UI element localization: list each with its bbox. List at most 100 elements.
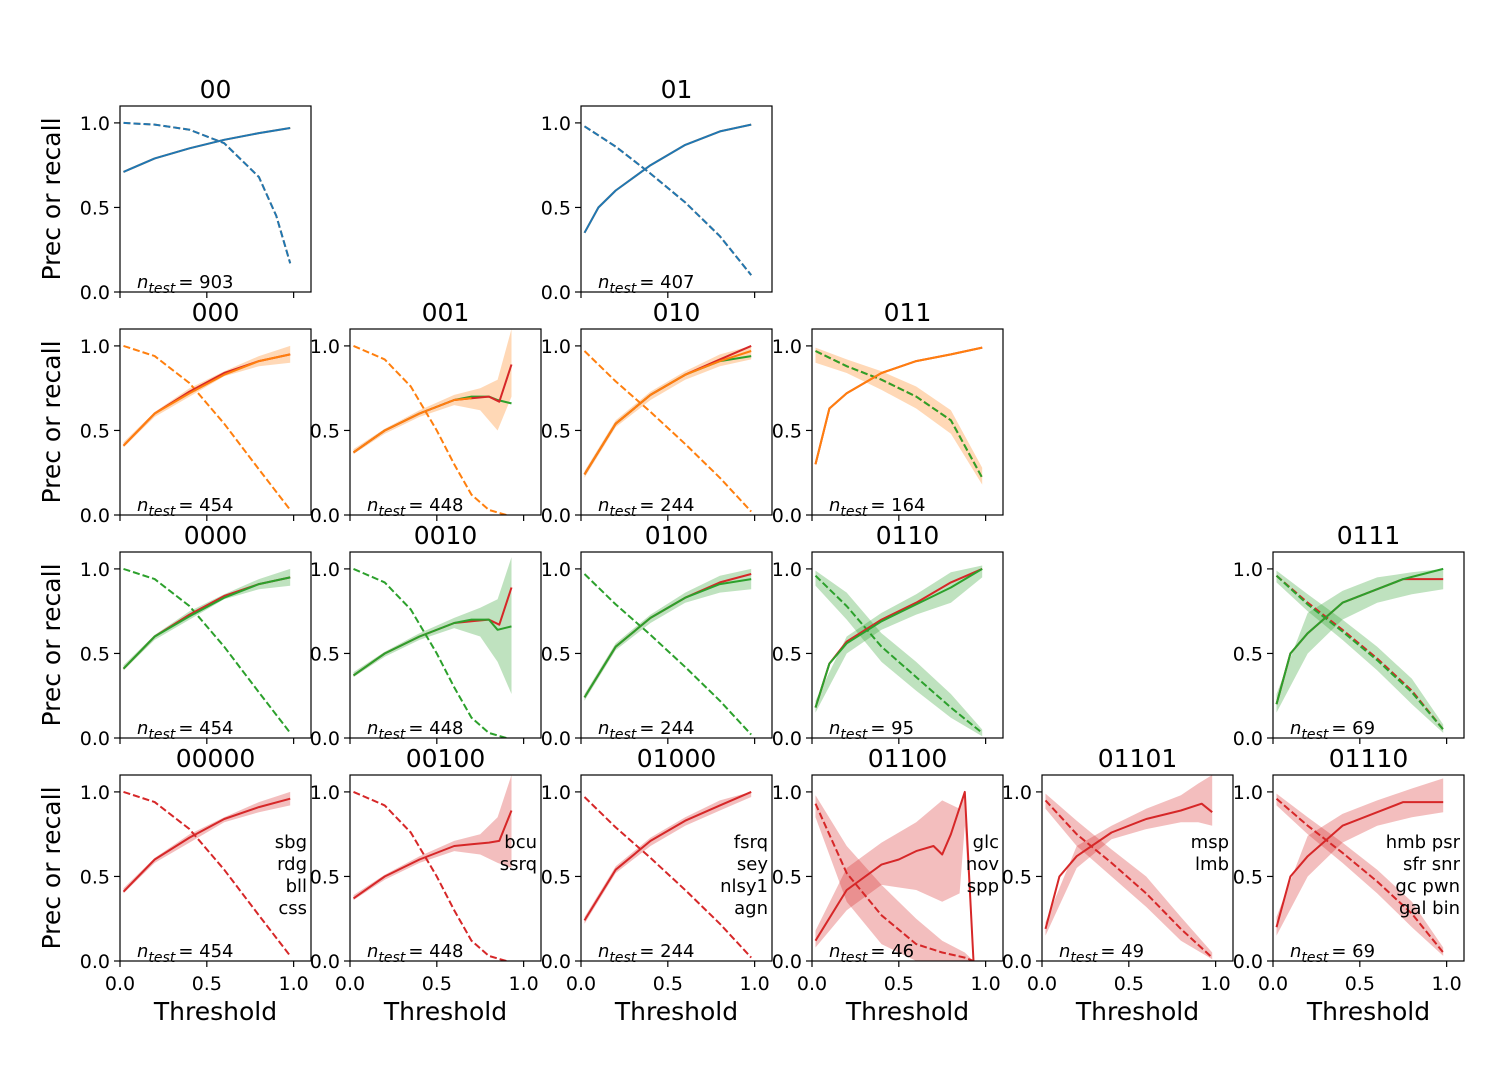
- y-tick-label: 0.0: [310, 951, 340, 973]
- ntest-value: = 244: [639, 495, 694, 516]
- class-label: sfr snr: [1403, 854, 1461, 875]
- x-tick-label: 0.5: [884, 973, 914, 995]
- ntest-subscript: test: [378, 950, 405, 966]
- ntest-subscript: test: [609, 281, 636, 297]
- y-tick-label: 0.0: [1002, 951, 1032, 973]
- class-label: spp: [967, 876, 999, 897]
- class-label: nlsy1: [720, 876, 768, 897]
- recall-curve-0: [814, 574, 983, 734]
- ntest-value: = 95: [870, 718, 914, 739]
- ntest-symbol: n: [598, 272, 609, 293]
- y-tick-label: 0.0: [310, 728, 340, 750]
- ntest-label: ntest= 164: [829, 495, 925, 520]
- ntest-subscript: test: [840, 727, 867, 743]
- y-tick-label: 1.0: [772, 782, 802, 804]
- plot-area: [814, 565, 983, 737]
- precision-curve-3: [583, 350, 752, 475]
- plot-area: [1044, 775, 1213, 960]
- ntest-label: ntest= 95: [829, 718, 914, 743]
- confidence-band-0: [123, 568, 291, 671]
- axes-frame: [349, 328, 542, 516]
- ntest-label: ntest= 69: [1290, 718, 1375, 743]
- confidence-band-0: [815, 570, 983, 737]
- precision-curve-2: [123, 127, 291, 173]
- panel-title: 01000: [637, 744, 717, 773]
- y-axis-label: Prec or recall: [37, 563, 66, 726]
- axes-frame: [119, 328, 312, 516]
- ntest-value: = 69: [1331, 941, 1375, 962]
- x-tick-label: 0.0: [566, 973, 596, 995]
- y-tick-label: 0.0: [541, 282, 571, 304]
- precision-curve-2: [122, 353, 291, 447]
- y-tick-label: 0.0: [80, 505, 110, 527]
- ntest-symbol: n: [367, 718, 378, 739]
- panel-title: 0010: [414, 521, 478, 550]
- ntest-value: = 69: [1331, 718, 1375, 739]
- class-label: bcu: [504, 832, 537, 853]
- confidence-band-0: [815, 347, 983, 485]
- axes-frame: [1272, 774, 1465, 962]
- y-tick-label: 1.0: [1233, 559, 1263, 581]
- ntest-label: ntest= 454: [137, 495, 233, 520]
- class-label: gc pwn: [1395, 876, 1460, 897]
- ntest-label: ntest= 46: [829, 941, 914, 966]
- class-label: ssrq: [500, 854, 537, 875]
- precision-curve-2: [122, 576, 291, 670]
- x-tick-label: 1.0: [740, 973, 770, 995]
- axes-frame: [811, 328, 1004, 516]
- panel-title: 0111: [1337, 521, 1401, 550]
- y-tick-label: 0.5: [541, 420, 571, 442]
- y-tick-label: 0.0: [1233, 951, 1263, 973]
- ntest-value: = 448: [408, 495, 463, 516]
- axes-frame: [811, 774, 1004, 962]
- y-tick-label: 0.5: [1233, 866, 1263, 888]
- x-tick-label: 0.0: [797, 973, 827, 995]
- axes-frame: [1041, 774, 1234, 962]
- x-tick-label: 0.0: [1027, 973, 1057, 995]
- y-tick-label: 0.5: [541, 643, 571, 665]
- plot-area: [814, 790, 975, 961]
- confidence-band-0: [353, 557, 512, 694]
- ntest-symbol: n: [137, 718, 148, 739]
- panel-title: 01: [661, 75, 693, 104]
- ntest-label: ntest= 244: [598, 941, 694, 966]
- precision-curve-3: [352, 397, 472, 454]
- plot-area: [123, 121, 292, 264]
- recall-curve-0: [123, 567, 291, 734]
- ntest-subscript: test: [840, 504, 867, 520]
- ntest-label: ntest= 448: [367, 941, 463, 966]
- y-tick-label: 1.0: [1233, 782, 1263, 804]
- axes-frame: [580, 551, 773, 739]
- recall-curve-0: [583, 125, 752, 276]
- y-tick-label: 0.0: [541, 505, 571, 527]
- panel-title: 00100: [406, 744, 486, 773]
- y-axis-label: Prec or recall: [37, 786, 66, 949]
- class-label: lmb: [1195, 854, 1229, 875]
- class-label: gal bin: [1399, 898, 1460, 919]
- ntest-label: ntest= 448: [367, 718, 463, 743]
- ntest-symbol: n: [829, 941, 840, 962]
- plot-area: [583, 344, 752, 513]
- confidence-band-0: [123, 791, 291, 894]
- ntest-subscript: test: [840, 950, 867, 966]
- ntest-label: ntest= 244: [598, 718, 694, 743]
- axes-frame: [119, 774, 312, 962]
- y-tick-label: 0.5: [80, 420, 110, 442]
- confidence-band-1: [815, 791, 974, 961]
- ntest-value: = 454: [178, 495, 233, 516]
- ntest-subscript: test: [609, 727, 636, 743]
- confidence-band-0: [123, 345, 291, 448]
- y-tick-label: 1.0: [80, 113, 110, 135]
- y-tick-label: 1.0: [541, 782, 571, 804]
- x-axis-label: Threshold: [1075, 997, 1199, 1026]
- ntest-label: ntest= 903: [137, 272, 233, 297]
- panel-title: 00: [200, 75, 232, 104]
- ntest-label: ntest= 244: [598, 495, 694, 520]
- x-tick-label: 0.0: [335, 973, 365, 995]
- axes-frame: [119, 105, 312, 293]
